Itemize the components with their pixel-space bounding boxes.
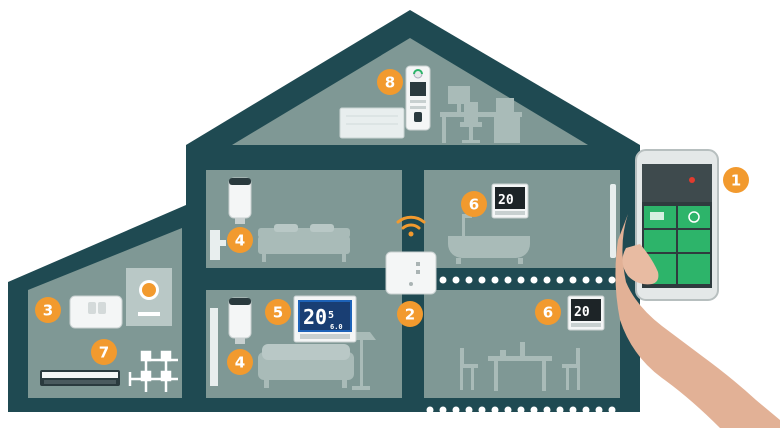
thermostat-living-readout: 20 — [303, 305, 327, 329]
badge-trv-living: 4 — [227, 349, 253, 375]
svg-text:5: 5 — [273, 304, 283, 322]
dining-room-furniture: 20 — [460, 295, 605, 391]
radiator-valve-bedroom — [228, 177, 252, 224]
svg-text:4: 4 — [235, 232, 245, 250]
boiler-unit — [126, 268, 172, 326]
smartphone-in-hand — [615, 149, 780, 428]
badge-electric-heater-control: 8 — [377, 69, 403, 95]
sofa-icon — [258, 344, 354, 388]
bedroom-furniture — [210, 177, 350, 262]
badge-thermostat-living: 5 — [265, 299, 291, 325]
bathtub-icon — [448, 214, 530, 264]
svg-text:6: 6 — [469, 196, 479, 214]
badge-thermostat-dining: 6 — [535, 299, 561, 325]
thermostat-dining-readout: 20 — [574, 305, 590, 320]
number-badges: 1 2 3 4 4 5 6 6 — [35, 69, 749, 375]
svg-text:1: 1 — [731, 172, 741, 190]
electric-heater-controller — [405, 65, 431, 131]
thermostat-living-sub: 6.0 — [330, 323, 343, 331]
badge-thermostat-bath: 6 — [461, 191, 487, 217]
badge-floor-manifold: 7 — [91, 339, 117, 365]
underfloor-dots-lower — [426, 406, 616, 414]
underfloor-manifold — [128, 350, 178, 392]
underfloor-dots-upper — [426, 276, 616, 284]
radiator-living — [210, 308, 218, 386]
badge-trv-bedroom: 4 — [227, 227, 253, 253]
svg-text:7: 7 — [99, 344, 109, 362]
wiring-centre — [40, 370, 120, 386]
gateway-hub-icon — [385, 251, 437, 295]
bed-icon — [258, 224, 350, 262]
badge-gateway: 2 — [397, 301, 423, 327]
svg-text:4: 4 — [235, 354, 245, 372]
radiator-bedroom — [210, 230, 220, 260]
desk-icon — [440, 86, 522, 143]
living-room-furniture: 20 5 6.0 — [210, 295, 376, 390]
attic-furniture — [339, 65, 522, 143]
badge-smartphone-app: 1 — [723, 167, 749, 193]
thermostat-bathroom: 20 — [491, 183, 529, 219]
towel-radiator — [610, 184, 616, 258]
svg-text:6: 6 — [543, 304, 553, 322]
wifi-icon — [396, 215, 426, 237]
bathroom-furniture: 20 — [448, 183, 616, 264]
boiler-receiver — [69, 295, 123, 329]
svg-text:8: 8 — [385, 74, 395, 92]
utility-room-devices — [40, 268, 178, 392]
svg-text:2: 2 — [405, 306, 415, 324]
radiator-valve-living — [228, 297, 252, 344]
badge-boiler-receiver: 3 — [35, 297, 61, 323]
dining-table-icon — [460, 342, 580, 391]
thermostat-living-decimal: 5 — [328, 310, 334, 321]
thermostat-living: 20 5 6.0 — [293, 295, 357, 343]
hand-illustration — [615, 214, 780, 428]
thermostat-bath-readout: 20 — [498, 193, 514, 208]
thermostat-dining: 20 — [567, 295, 605, 331]
svg-text:3: 3 — [43, 302, 53, 320]
electric-panel-heater — [339, 107, 405, 139]
gateway-hub — [385, 251, 437, 295]
